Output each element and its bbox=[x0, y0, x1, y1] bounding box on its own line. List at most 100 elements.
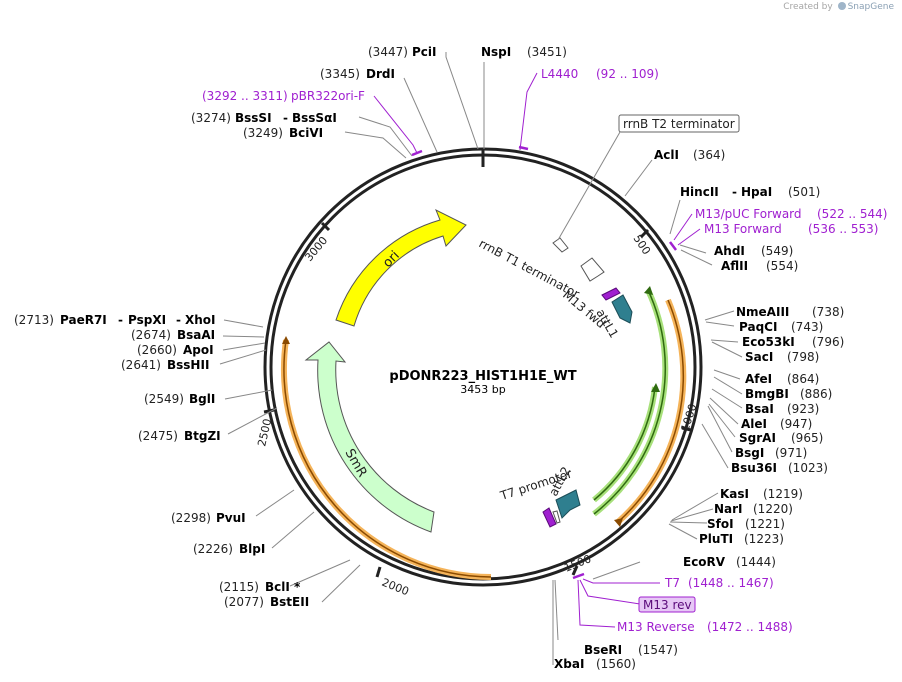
primer-m13-rev[interactable]: M13 rev bbox=[643, 598, 692, 612]
enzyme-pos-alei: (947) bbox=[780, 417, 812, 431]
enzyme-pos-nmeaiii: (738) bbox=[812, 305, 844, 319]
enzyme-pos-pvui: (2298) bbox=[171, 511, 211, 525]
primer-range-m13-forward: (536 .. 553) bbox=[808, 222, 878, 236]
enzyme-pos-paqci: (743) bbox=[791, 320, 823, 334]
primer-range-t7: (1448 .. 1467) bbox=[688, 576, 774, 590]
enzyme-labels: (3447) PciI NspI (3451) (3345) DrdI (327… bbox=[14, 45, 844, 671]
primer-pbr322ori[interactable]: pBR322ori-F bbox=[291, 89, 365, 103]
enzyme-nspi[interactable]: NspI bbox=[481, 45, 511, 59]
enzyme-pos-sgrai: (965) bbox=[791, 431, 823, 445]
rrnb-t1-feature[interactable] bbox=[580, 257, 605, 282]
enzyme-pos-kasi: (1219) bbox=[763, 487, 803, 501]
snapgene-credit: Created by SnapGene bbox=[783, 2, 894, 12]
rrnb-t2-feature[interactable] bbox=[552, 237, 569, 253]
enzyme-sgrai[interactable]: SgrAI bbox=[739, 431, 776, 445]
green-outer-arrowhead bbox=[644, 286, 653, 295]
primer-range-pbr322ori: (3292 .. 3311) bbox=[202, 89, 288, 103]
enzyme-bcivi[interactable]: BciVI bbox=[289, 126, 323, 140]
enzyme-bgli[interactable]: BglI bbox=[189, 392, 215, 406]
primer-m13-forward[interactable]: M13 Forward bbox=[704, 222, 782, 236]
t7-mark bbox=[572, 572, 585, 580]
credit-brand: SnapGene bbox=[847, 2, 894, 12]
enzyme-afei[interactable]: AfeI bbox=[745, 372, 772, 386]
enzyme-pos-acli: (364) bbox=[693, 148, 725, 162]
enzyme-bsshii[interactable]: BssHII bbox=[167, 358, 209, 372]
m13-fwd-feature[interactable] bbox=[601, 287, 621, 301]
enzyme-separator-bsssi: - bbox=[283, 111, 288, 125]
t7-promoter-feature[interactable] bbox=[542, 507, 557, 528]
enzyme-pos-bcivi: (3249) bbox=[243, 126, 283, 140]
enzyme-pluti[interactable]: PluTI bbox=[699, 532, 733, 546]
enzyme-pos-pluti: (1223) bbox=[744, 532, 784, 546]
primer-t7[interactable]: T7 bbox=[664, 576, 680, 590]
primer-m13-reverse[interactable]: M13 Reverse bbox=[617, 620, 695, 634]
enzyme-aflii[interactable]: AflII bbox=[721, 259, 748, 273]
enzyme-bsssi[interactable]: BssSI bbox=[235, 111, 272, 125]
primer-m13puc-forward[interactable]: M13/pUC Forward bbox=[695, 207, 802, 221]
enzyme-separator-hincii: - bbox=[732, 185, 737, 199]
enzyme-paer7i[interactable]: PaeR7I bbox=[60, 313, 107, 327]
enzyme-xhoi[interactable]: XhoI bbox=[185, 313, 216, 327]
enzyme-pos-eco53ki: (796) bbox=[812, 335, 844, 349]
enzyme-btgzi[interactable]: BtgZI bbox=[184, 429, 221, 443]
enzyme-pos-ahdi: (549) bbox=[761, 244, 793, 258]
enzyme-kasi[interactable]: KasI bbox=[720, 487, 749, 501]
enzyme-pos-saci: (798) bbox=[787, 350, 819, 364]
rrnb-t2-label-box bbox=[618, 114, 740, 133]
enzyme-ahdi[interactable]: AhdI bbox=[714, 244, 745, 258]
enzyme-pspxi[interactable]: PspXI bbox=[128, 313, 166, 327]
ori-feature[interactable] bbox=[335, 208, 467, 327]
tick-label-2000: 2000 bbox=[380, 576, 411, 599]
enzyme-xbai[interactable]: XbaI bbox=[554, 657, 584, 671]
enzyme-bsssai[interactable]: BssSαI bbox=[292, 111, 337, 125]
l4440-mark bbox=[518, 145, 529, 151]
enzyme-bsgi[interactable]: BsgI bbox=[735, 446, 764, 460]
orange-left-arrowhead bbox=[282, 336, 290, 344]
enzyme-bmgbi[interactable]: BmgBI bbox=[745, 387, 789, 401]
rrnb-t2-leader bbox=[557, 131, 621, 241]
enzyme-bseri[interactable]: BseRI bbox=[584, 643, 622, 657]
primer-range-m13-reverse: (1472 .. 1488) bbox=[707, 620, 793, 634]
green-feature-inner-line bbox=[593, 386, 656, 501]
enzyme-separator-paer7i: - bbox=[118, 313, 123, 327]
enzyme-leaders bbox=[219, 52, 743, 665]
enzyme-alei[interactable]: AleI bbox=[741, 417, 767, 431]
enzyme-bcli[interactable]: BclI * bbox=[265, 580, 301, 594]
enzyme-pvui[interactable]: PvuI bbox=[216, 511, 246, 525]
enzyme-ecorv[interactable]: EcoRV bbox=[683, 555, 726, 569]
enzyme-acli[interactable]: AclI bbox=[654, 148, 679, 162]
primer-labels: L4440 (92 .. 109) (3292 .. 3311) pBR322o… bbox=[202, 67, 887, 634]
enzyme-pos-bsaai: (2674) bbox=[131, 328, 171, 342]
enzyme-pos-paer7i: (2713) bbox=[14, 313, 54, 327]
enzyme-bsaai[interactable]: BsaAI bbox=[177, 328, 215, 342]
enzyme-bsu36i[interactable]: Bsu36I bbox=[731, 461, 777, 475]
enzyme-paqci[interactable]: PaqCI bbox=[739, 320, 777, 334]
enzyme-saci[interactable]: SacI bbox=[745, 350, 773, 364]
plasmid-size: 3453 bp bbox=[460, 383, 505, 396]
enzyme-pos-drdi: (3345) bbox=[320, 67, 360, 81]
enzyme-pos-afei: (864) bbox=[787, 372, 819, 386]
primer-l4440[interactable]: L4440 bbox=[541, 67, 578, 81]
attl2-feature[interactable] bbox=[555, 489, 581, 519]
enzyme-bsai[interactable]: BsaI bbox=[745, 402, 774, 416]
enzyme-pos-bsu36i: (1023) bbox=[788, 461, 828, 475]
enzyme-apoi[interactable]: ApoI bbox=[183, 343, 214, 357]
credit-text: Created by bbox=[783, 2, 833, 12]
smr-feature[interactable] bbox=[304, 341, 435, 533]
enzyme-pos-btgzi: (2475) bbox=[138, 429, 178, 443]
enzyme-sfoi[interactable]: SfoI bbox=[707, 517, 734, 531]
tick-label-1500: 1500 bbox=[562, 552, 593, 575]
enzyme-hincii[interactable]: HincII bbox=[680, 185, 719, 199]
enzyme-bsteii[interactable]: BstEII bbox=[270, 595, 309, 609]
primer-leaders bbox=[373, 72, 701, 628]
enzyme-nari[interactable]: NarI bbox=[714, 502, 743, 516]
attl1-feature[interactable] bbox=[611, 294, 633, 324]
enzyme-blpi[interactable]: BlpI bbox=[239, 542, 265, 556]
enzyme-pcii[interactable]: PciI bbox=[412, 45, 437, 59]
enzyme-nmeaiii[interactable]: NmeAIII bbox=[736, 305, 789, 319]
enzyme-drdi[interactable]: DrdI bbox=[366, 67, 395, 81]
enzyme-eco53ki[interactable]: Eco53kI bbox=[742, 335, 795, 349]
enzyme-pos-sfoi: (1221) bbox=[745, 517, 785, 531]
enzyme-hpai[interactable]: HpaI bbox=[741, 185, 772, 199]
